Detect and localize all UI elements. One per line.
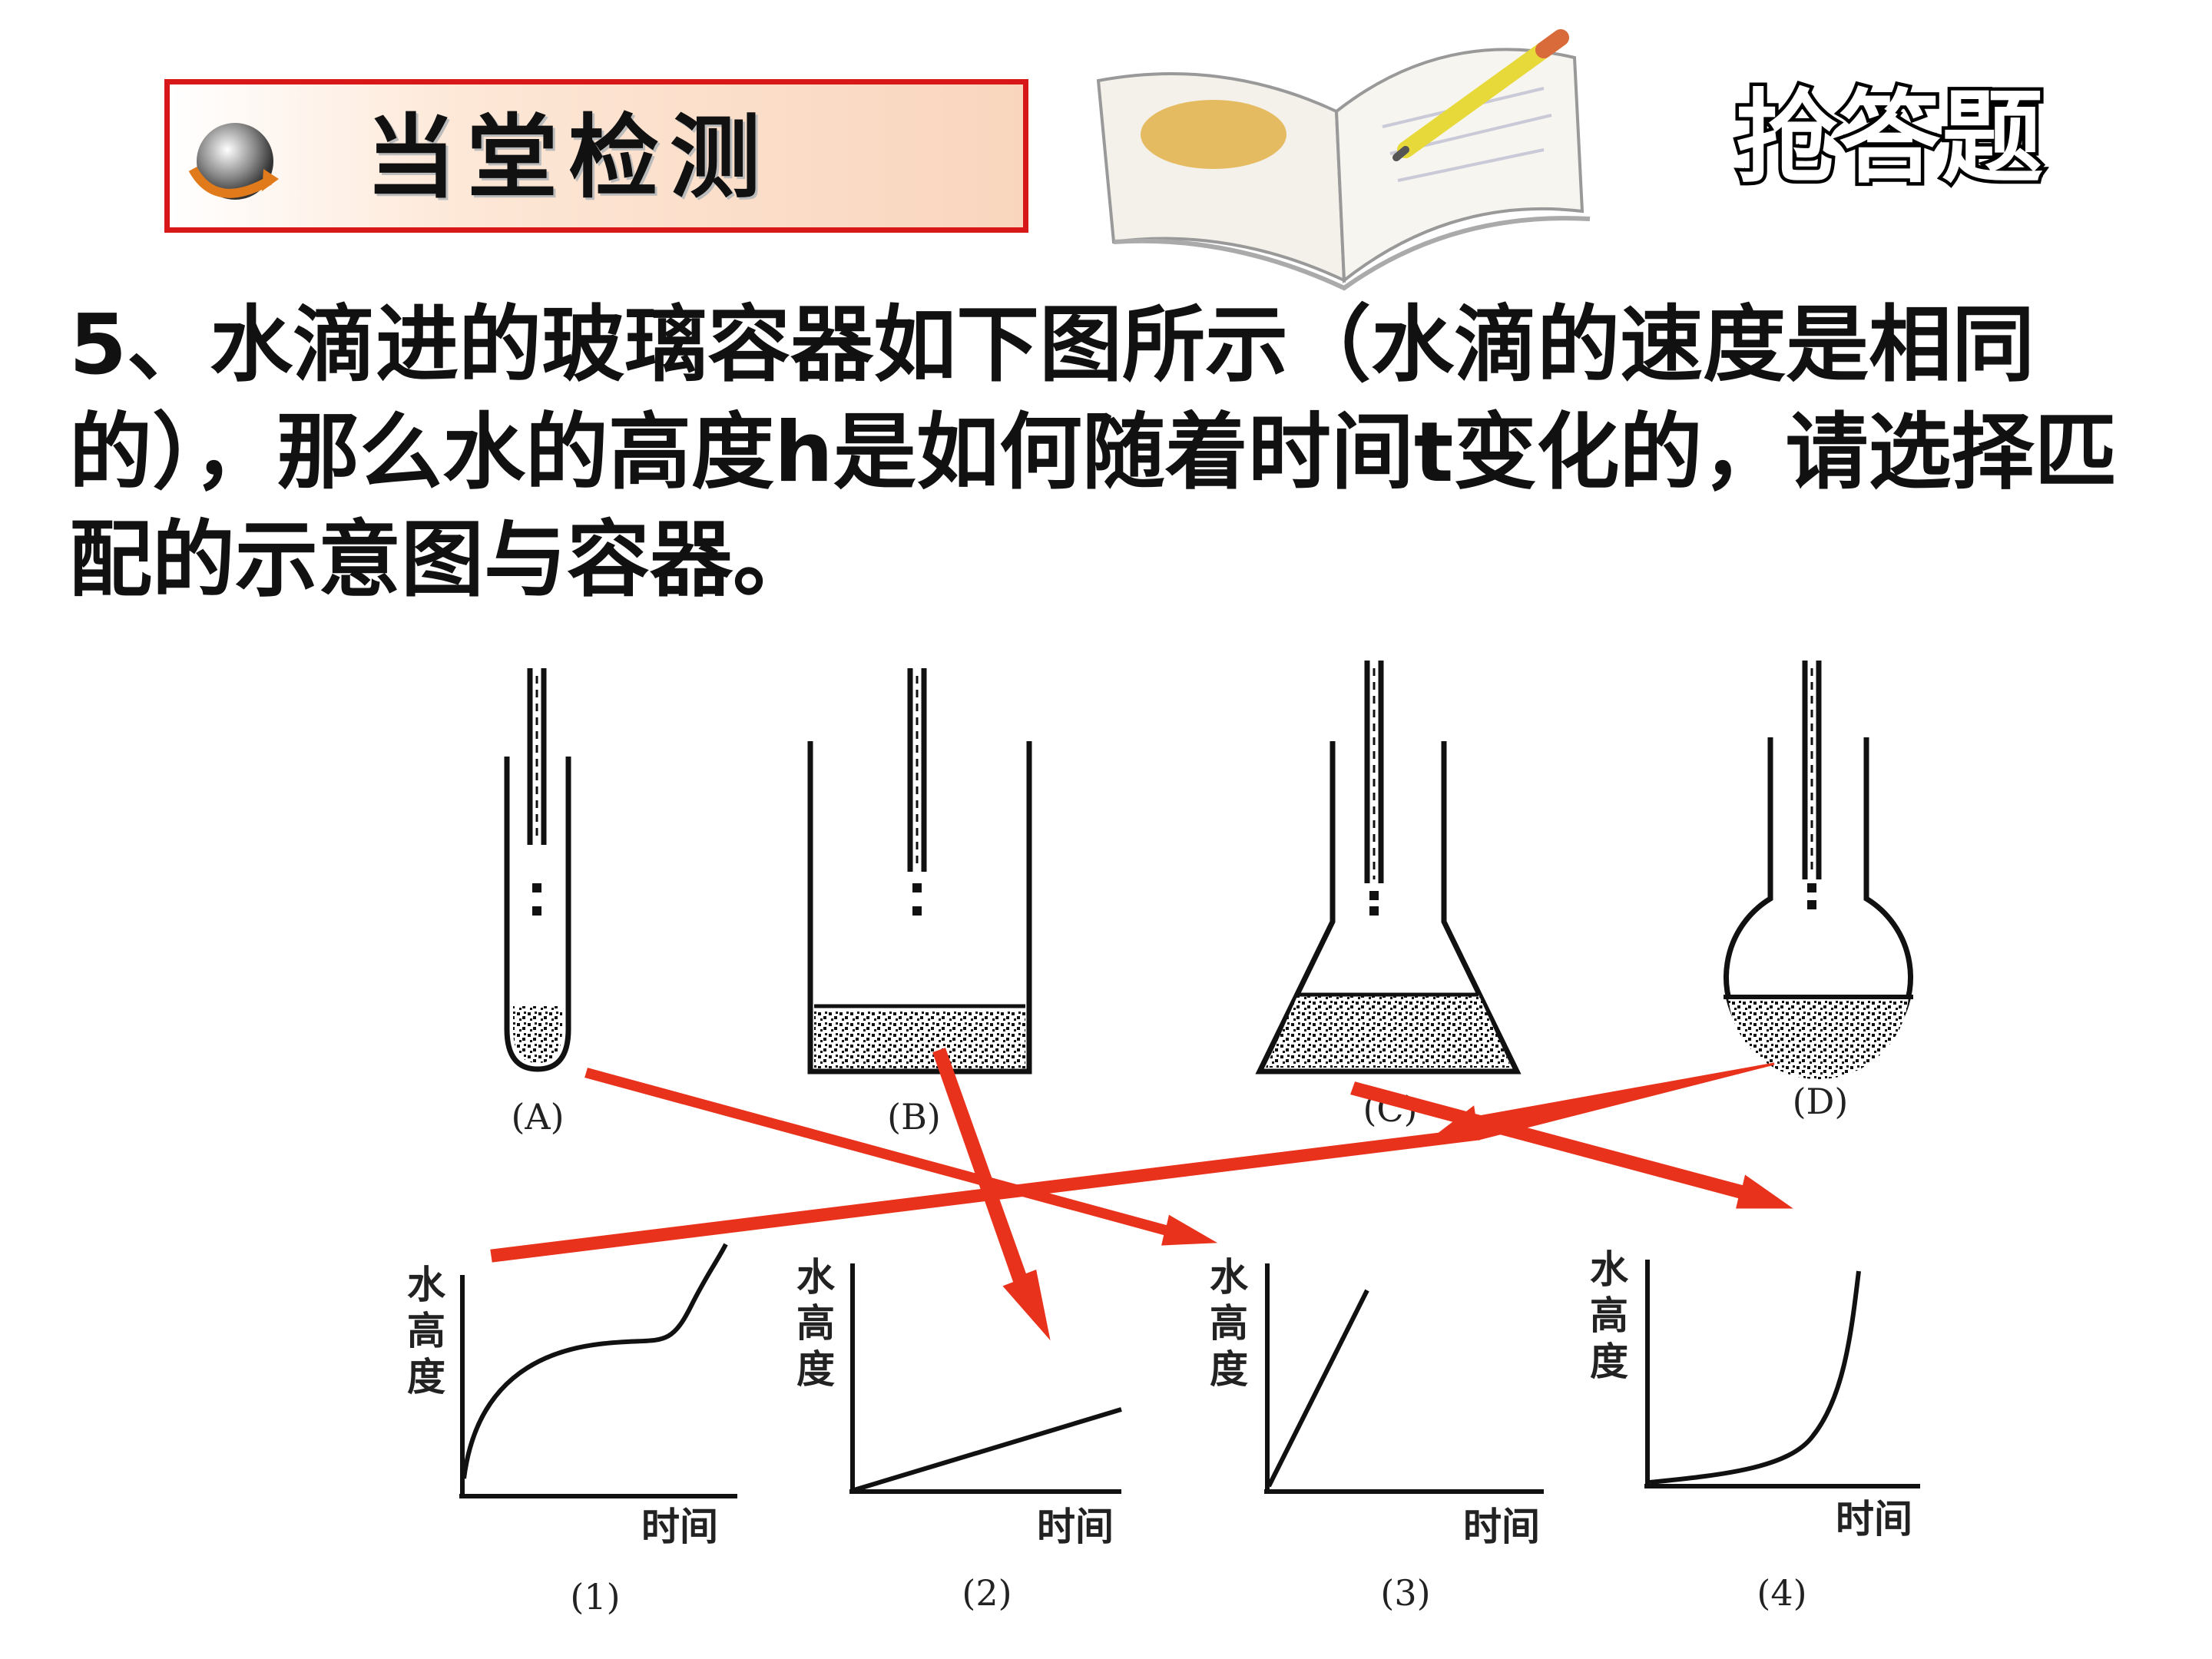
graph-3-xlabel: 时间 <box>1463 1505 1540 1549</box>
container-d: (D) <box>1724 661 1913 1122</box>
graph-1-ylabel-2: 高 <box>407 1309 445 1353</box>
graph-1-ylabel-1: 水 <box>407 1263 446 1307</box>
open-book-icon <box>1096 29 1591 291</box>
graph-4-xlabel: 时间 <box>1836 1497 1912 1541</box>
question-text: 5、水滴进的玻璃容器如下图所示（水滴的速度是相同的），那么水的高度h是如何随着时… <box>69 297 2118 608</box>
container-label-a: (A) <box>511 1096 564 1137</box>
graph-label-4: (4) <box>1757 1572 1806 1614</box>
arrow-a-to-3 <box>584 1068 1218 1246</box>
graph-2-ylabel-1: 水 <box>796 1255 836 1300</box>
graph-3: 水 高 度 时间 (3) <box>1210 1255 1544 1614</box>
quick-answer-label: 抢答题 <box>1733 78 2047 200</box>
graph-1: 水 高 度 时间 (1) <box>407 1243 737 1618</box>
graph-4-ylabel-3: 度 <box>1590 1339 1628 1384</box>
graph-label-2: (2) <box>962 1572 1012 1614</box>
graph-4-ylabel-1: 水 <box>1590 1247 1629 1292</box>
graph-1-ylabel-3: 度 <box>407 1355 445 1399</box>
graph-label-1: (1) <box>570 1576 620 1618</box>
graph-2-ylabel-2: 高 <box>796 1301 835 1346</box>
graph-3-ylabel-1: 水 <box>1210 1255 1249 1300</box>
graph-label-3: (3) <box>1380 1572 1430 1614</box>
graph-2-xlabel: 时间 <box>1037 1505 1114 1549</box>
graph-4: 水 高 度 时间 (4) <box>1590 1247 1920 1614</box>
matching-arrows <box>490 1048 1793 1341</box>
container-a: (A) <box>504 668 571 1137</box>
arrow-d-to-1 <box>490 1062 1775 1263</box>
graph-4-ylabel-2: 高 <box>1590 1293 1628 1338</box>
arrow-c-to-4 <box>1350 1081 1793 1209</box>
container-b: (B) <box>807 668 1032 1137</box>
container-c: (C) <box>1255 661 1522 1130</box>
graph-2-ylabel-3: 度 <box>796 1347 835 1392</box>
section-badge: 当堂检测 <box>164 79 1028 233</box>
container-label-b: (B) <box>887 1096 941 1137</box>
container-label-d: (D) <box>1793 1081 1849 1122</box>
graph-2: 水 高 度 时间 (2) <box>796 1255 1122 1614</box>
graph-1-xlabel: 时间 <box>641 1505 718 1549</box>
graph-3-ylabel-2: 高 <box>1210 1301 1248 1346</box>
graph-3-ylabel-3: 度 <box>1210 1347 1248 1392</box>
section-title: 当堂检测 <box>366 104 772 210</box>
sphere-arrow-icon <box>188 123 279 200</box>
